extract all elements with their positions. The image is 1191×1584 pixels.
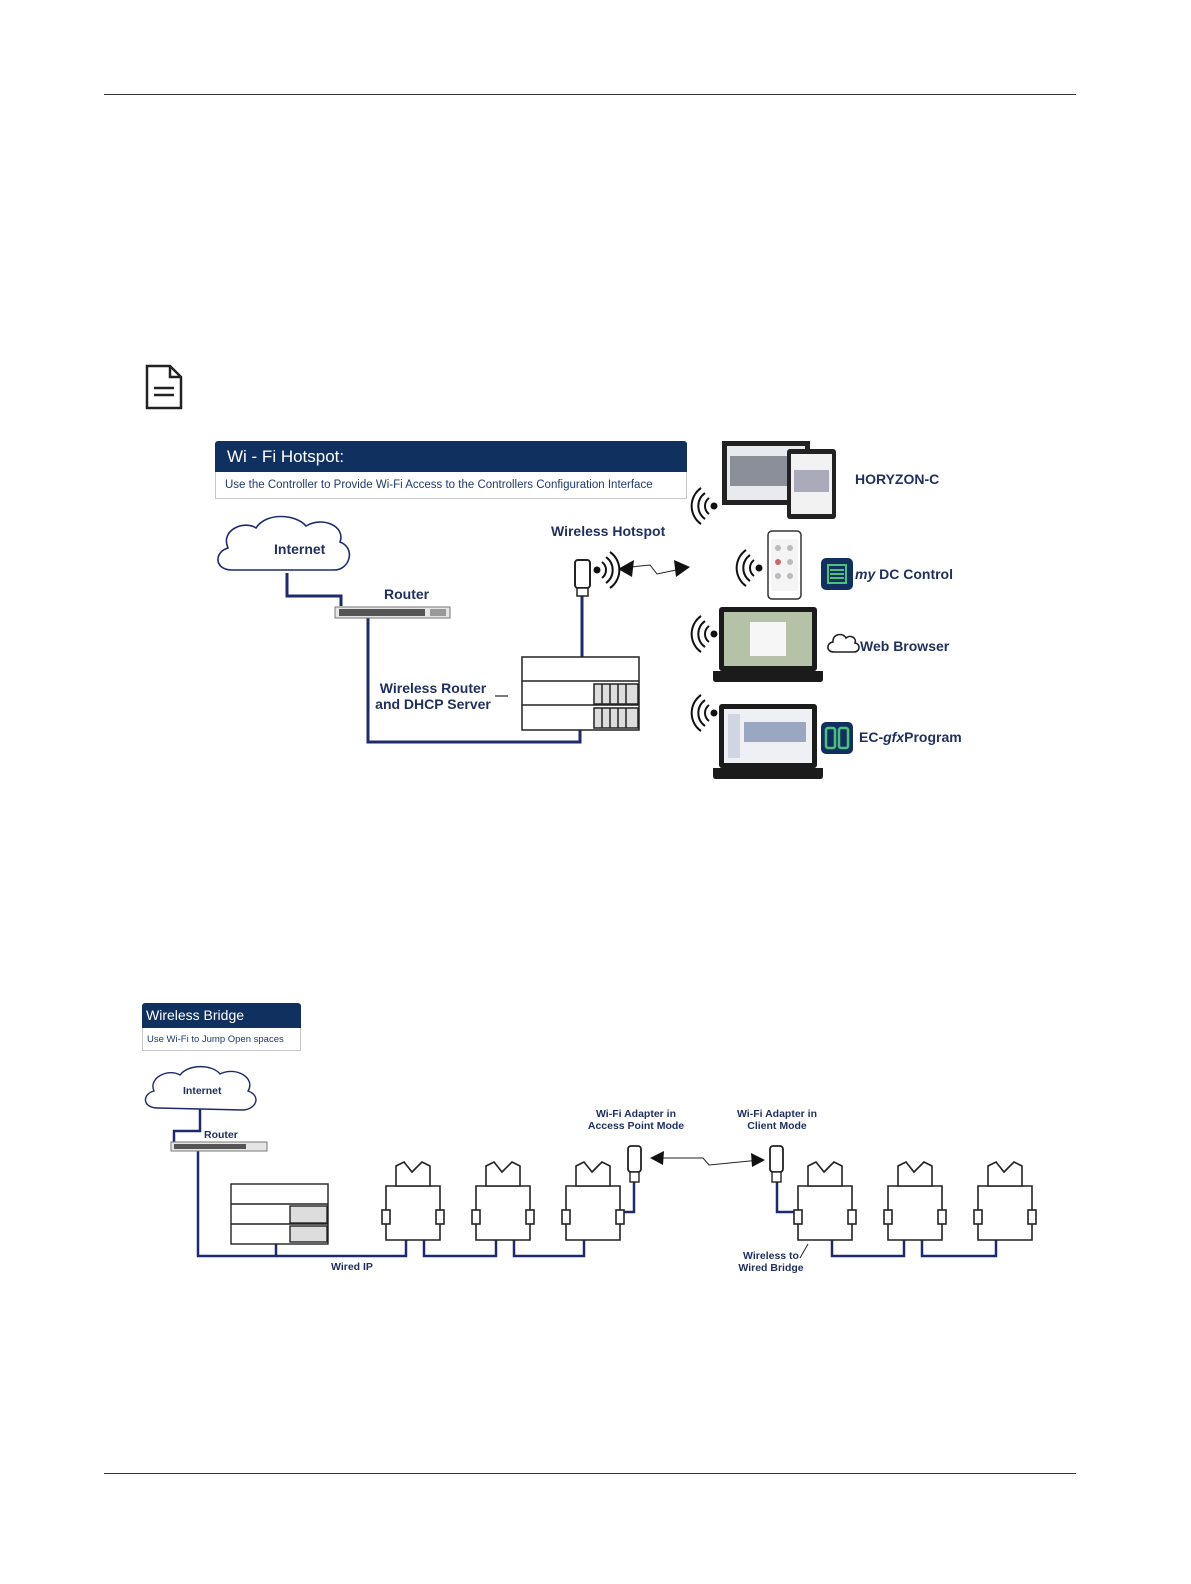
router-switch-icon — [170, 1141, 268, 1152]
bridge-subtitle-box: Use Wi-Fi to Jump Open spaces — [142, 1028, 301, 1051]
hotspot-subtitle-box: Use the Controller to Provide Wi-Fi Acce… — [215, 472, 687, 499]
router-switch-icon — [334, 606, 451, 619]
wireless-router-line2: and DHCP Server — [375, 696, 491, 713]
vav-controller-icon — [883, 1160, 947, 1241]
network-cables — [285, 573, 584, 744]
wireless-router-label: Wireless Router and DHCP Server — [370, 680, 496, 712]
laptop-icon — [713, 607, 823, 682]
vav-controller-icon — [471, 1160, 535, 1241]
hotspot-title-banner: Wi - Fi Hotspot: — [215, 441, 687, 472]
client-mode-label: Wi-Fi Adapter in Client Mode — [720, 1108, 834, 1132]
bottom-rule — [104, 1473, 1076, 1474]
ap-mode-line2: Access Point Mode — [587, 1120, 685, 1133]
hotspot-diagram — [217, 441, 860, 779]
horyzon-label: HORYZON-C — [855, 471, 940, 487]
vav-controller-icon — [561, 1160, 625, 1241]
bridge-router-label: Router — [204, 1129, 238, 1141]
wireless-hotspot-label: Wireless Hotspot — [551, 523, 666, 539]
bridge-internet-label: Internet — [183, 1085, 222, 1097]
bridge-diagram — [144, 1065, 1037, 1259]
controller-device-icon — [230, 1183, 329, 1245]
hotspot-subtitle: Use the Controller to Provide Wi-Fi Acce… — [225, 479, 653, 491]
wifi-adapter-icon — [769, 1145, 784, 1183]
client-mode-line1: Wi-Fi Adapter in — [736, 1108, 817, 1120]
wireless-bridge-line2: Wired Bridge — [738, 1262, 804, 1275]
ecgfx-label: EC-gfxProgram — [859, 729, 962, 745]
wifi-waves-icon — [690, 615, 718, 653]
hotspot-title: Wi - Fi Hotspot: — [227, 447, 345, 466]
wifi-waves-icon — [690, 694, 718, 732]
ecgfx-app-icon — [821, 722, 853, 754]
ecgfx-b: gfx — [883, 729, 905, 745]
phone-icon — [767, 530, 802, 600]
web-browser-label: Web Browser — [860, 638, 950, 654]
top-rule — [104, 94, 1076, 95]
network-cables — [172, 1109, 998, 1258]
ecgfx-c: Program — [904, 729, 962, 745]
wired-ip-label: Wired IP — [331, 1261, 373, 1273]
laptop-icon — [713, 704, 823, 779]
mydc-app-icon — [821, 558, 853, 590]
mydc-rest: DC Control — [875, 566, 953, 582]
bridge-title-banner: Wireless Bridge — [142, 1003, 301, 1028]
vav-controller-icon — [973, 1160, 1037, 1241]
wireless-router-line1: Wireless Router — [379, 680, 487, 696]
wifi-waves-icon — [593, 551, 621, 589]
wireless-bolt-icon — [618, 560, 690, 577]
router-label: Router — [384, 586, 430, 602]
ecgfx-a: EC- — [859, 729, 884, 745]
wifi-adapter-icon — [627, 1145, 642, 1183]
cloud-icon — [144, 1065, 257, 1111]
cloud-icon — [217, 515, 351, 571]
wireless-bridge-label: Wireless to Wired Bridge — [730, 1250, 812, 1274]
bridge-title: Wireless Bridge — [146, 1007, 245, 1023]
cloud-icon — [827, 633, 860, 653]
ap-mode-line1: Wi-Fi Adapter in — [595, 1108, 676, 1120]
bridge-subtitle: Use Wi-Fi to Jump Open spaces — [147, 1034, 284, 1045]
vav-controller-icon — [381, 1160, 445, 1241]
client-mode-line2: Client Mode — [747, 1120, 807, 1133]
controller-device-icon — [521, 656, 640, 731]
wifi-adapter-icon — [574, 559, 591, 597]
vav-controller-icon — [793, 1160, 857, 1241]
mydc-label: my DC Control — [855, 566, 953, 582]
wireless-bolt-icon — [650, 1151, 765, 1167]
wireless-bridge-line1: Wireless to — [743, 1250, 799, 1262]
internet-label: Internet — [274, 541, 326, 557]
mydc-prefix: my — [855, 566, 876, 582]
wifi-waves-icon — [690, 487, 718, 525]
ap-mode-label: Wi-Fi Adapter in Access Point Mode — [576, 1108, 696, 1132]
tablet-icon — [787, 449, 836, 519]
wifi-waves-icon — [735, 549, 763, 587]
document-note-icon — [145, 364, 183, 410]
